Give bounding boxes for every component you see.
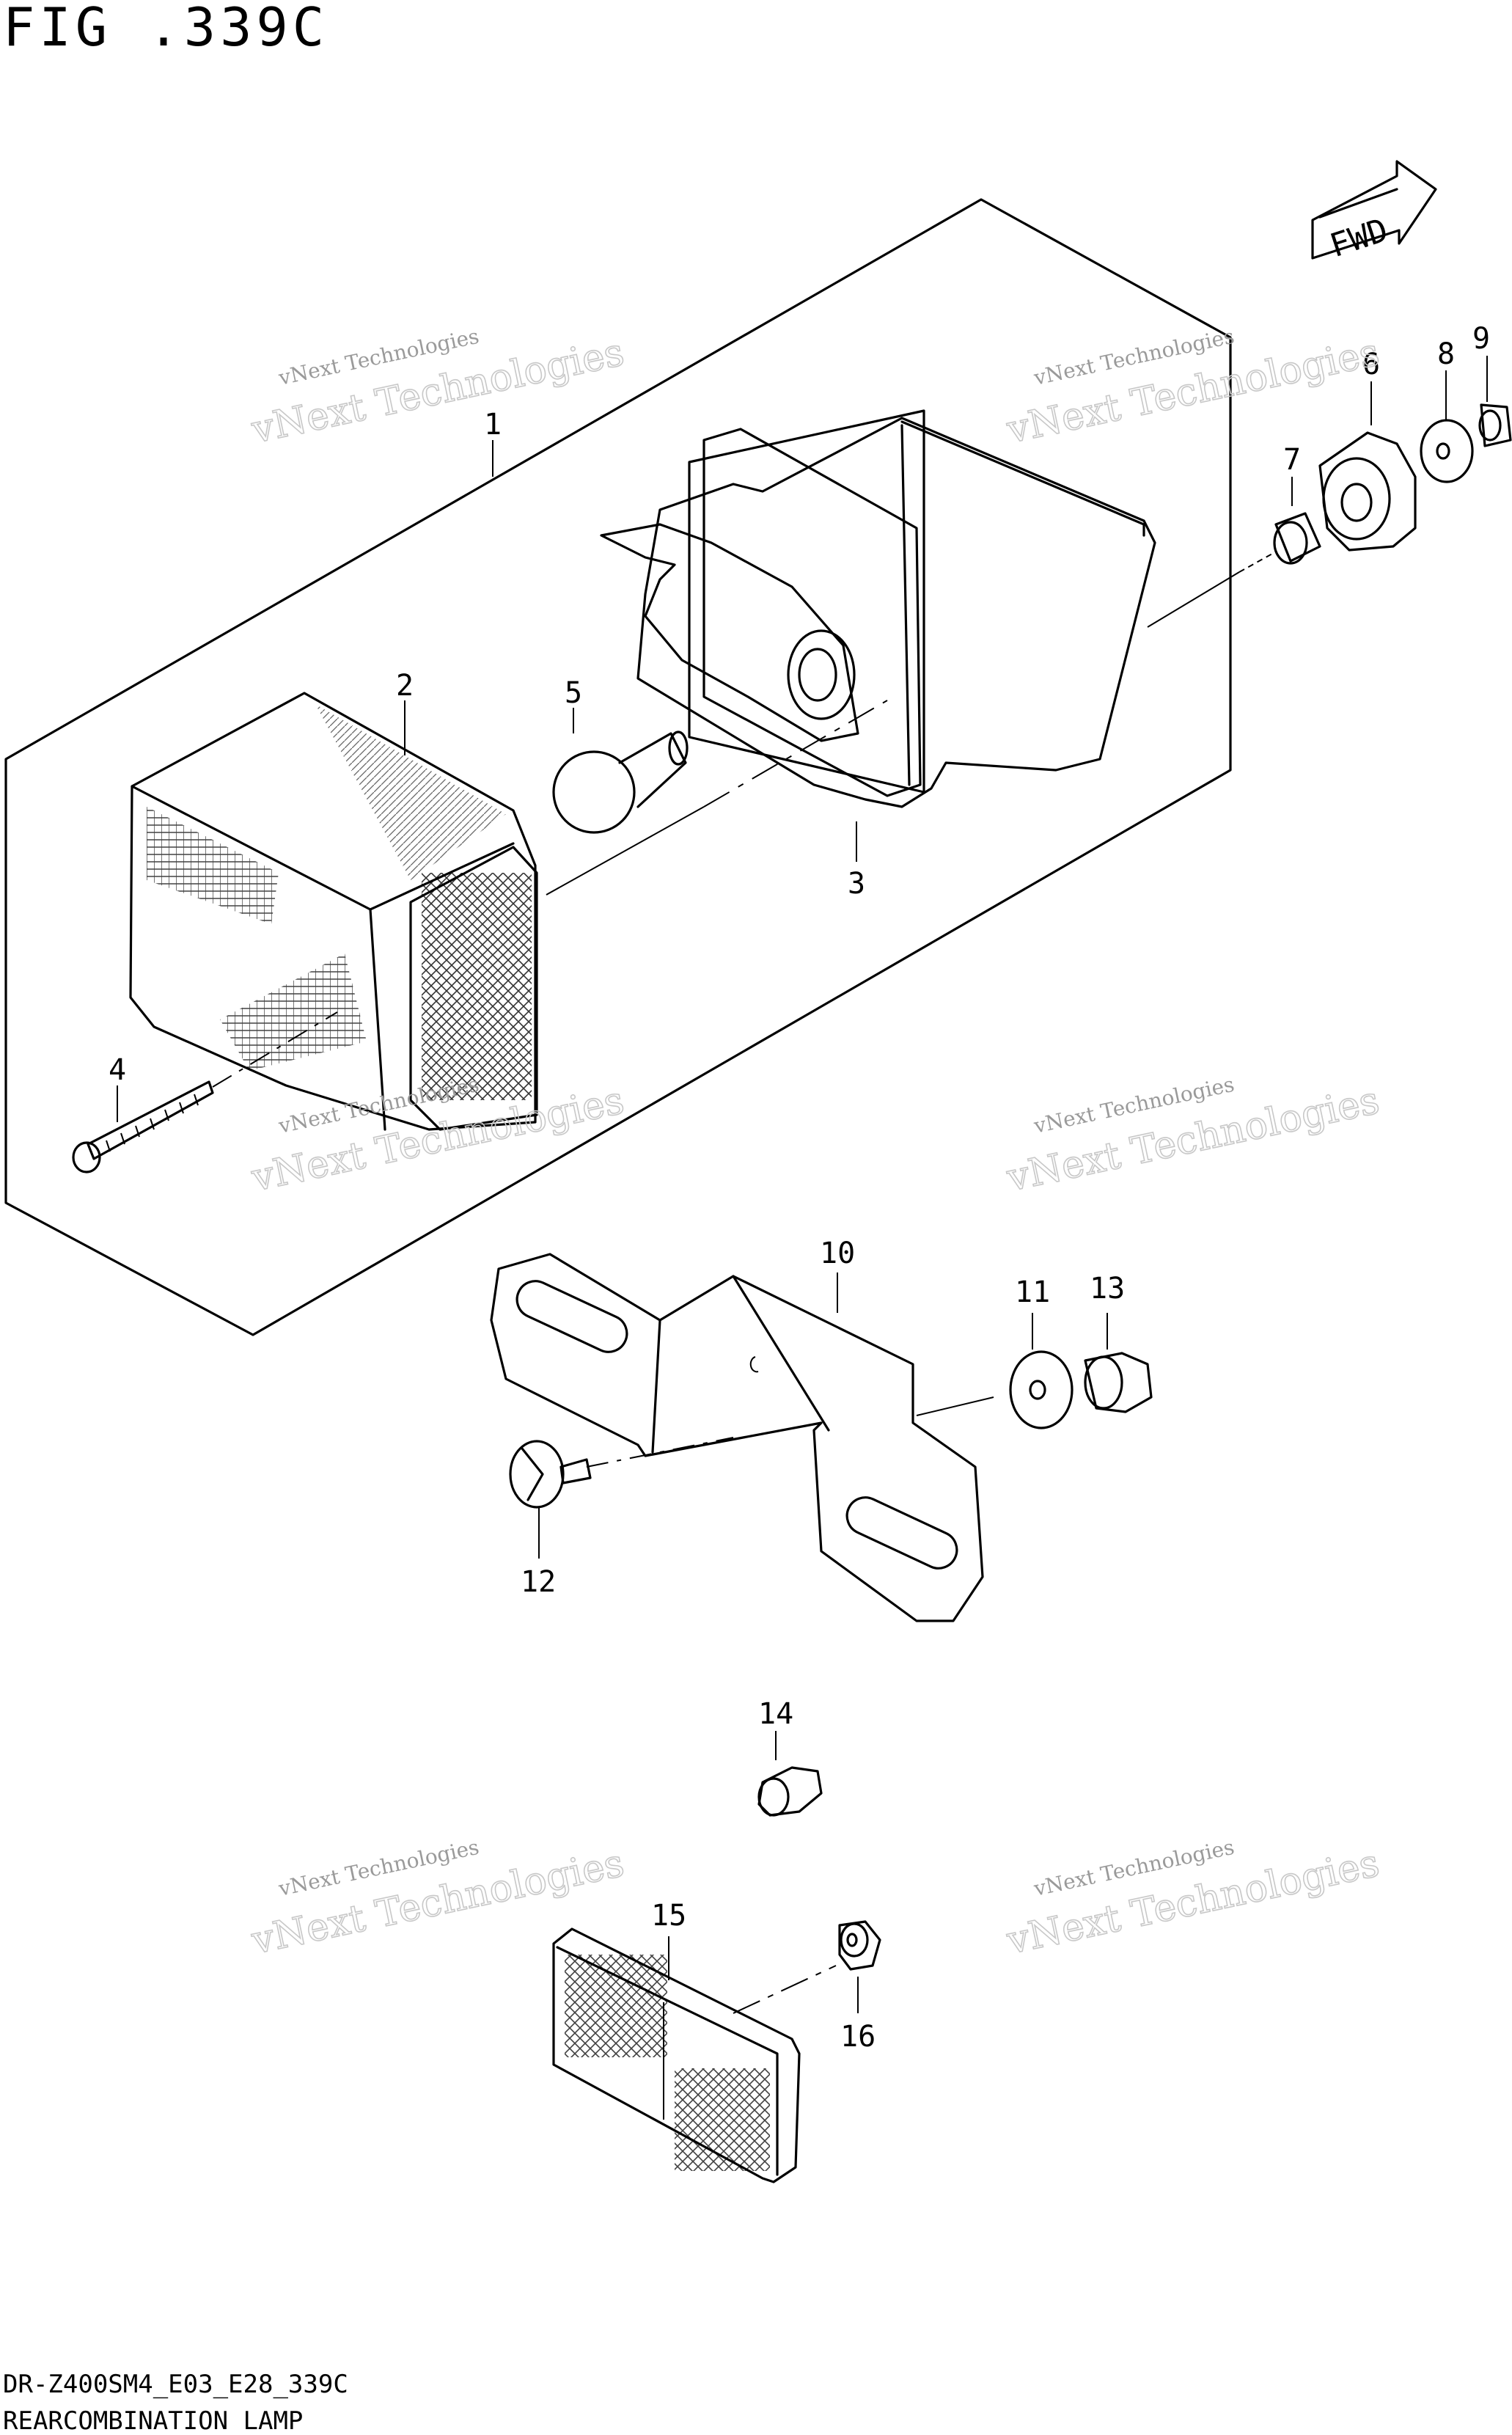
part-screw: [72, 1080, 214, 1173]
part-number-14: 14: [758, 1697, 793, 1731]
part-number-12: 12: [521, 1565, 556, 1599]
part-bulb: [552, 730, 689, 834]
axis-line-h: [733, 1965, 837, 2014]
watermark-mid-right: vNext Technologies vNext Technologies: [1002, 1072, 1384, 1201]
part-nut-9: [1478, 403, 1512, 447]
part-number-11: 11: [1015, 1275, 1050, 1309]
axis-line-d: [1238, 553, 1273, 573]
watermark-low-right: vNext Technologies vNext Technologies: [1002, 1835, 1384, 1964]
part-lens: [129, 692, 538, 1131]
part-reflector: [552, 1927, 801, 2183]
part-number-4: 4: [109, 1053, 126, 1087]
watermark-top-left: vNext Technologies vNext Technologies: [247, 324, 628, 453]
watermark-top-right: vNext Technologies vNext Technologies: [1002, 324, 1384, 453]
axis-line-e: [212, 1011, 338, 1088]
part-number-13: 13: [1090, 1272, 1125, 1306]
part-collar: [1273, 512, 1321, 565]
axis-line-c: [1147, 571, 1240, 628]
model-code: DR-Z400SM4_E03_E28_339C: [3, 2370, 348, 2399]
part-bolt-12: [509, 1440, 592, 1509]
figure-caption: REARCOMBINATION LAMP: [3, 2406, 303, 2435]
axis-line-b: [703, 700, 888, 808]
part-number-10: 10: [820, 1237, 855, 1270]
part-clip-14: [757, 1766, 823, 1817]
part-housing: [600, 409, 1156, 808]
part-number-1: 1: [484, 408, 502, 442]
part-number-15: 15: [651, 1899, 686, 1933]
part-number-5: 5: [565, 676, 582, 710]
watermark-low-left: vNext Technologies vNext Technologies: [247, 1835, 628, 1964]
part-number-6: 6: [1362, 348, 1380, 381]
axis-line-f: [916, 1396, 994, 1416]
part-number-8: 8: [1437, 337, 1455, 371]
fwd-label: FWD: [1326, 211, 1392, 265]
part-bracket: [490, 1253, 984, 1622]
part-nut-13: [1084, 1352, 1153, 1413]
part-nut-16: [838, 1920, 881, 1971]
part-number-3: 3: [848, 867, 865, 901]
part-washer-11: [1009, 1350, 1074, 1429]
part-number-2: 2: [396, 669, 414, 703]
part-number-9: 9: [1472, 322, 1490, 356]
part-number-16: 16: [840, 2020, 876, 2054]
part-grommet: [1318, 431, 1417, 552]
fwd-arrow-icon: FWD: [1311, 160, 1437, 265]
assembly-outline: [4, 198, 1232, 1336]
figure-title: FIG .339C: [3, 0, 329, 58]
part-washer-8: [1420, 419, 1474, 483]
part-number-7: 7: [1283, 443, 1301, 477]
axis-line-a: [546, 806, 705, 896]
